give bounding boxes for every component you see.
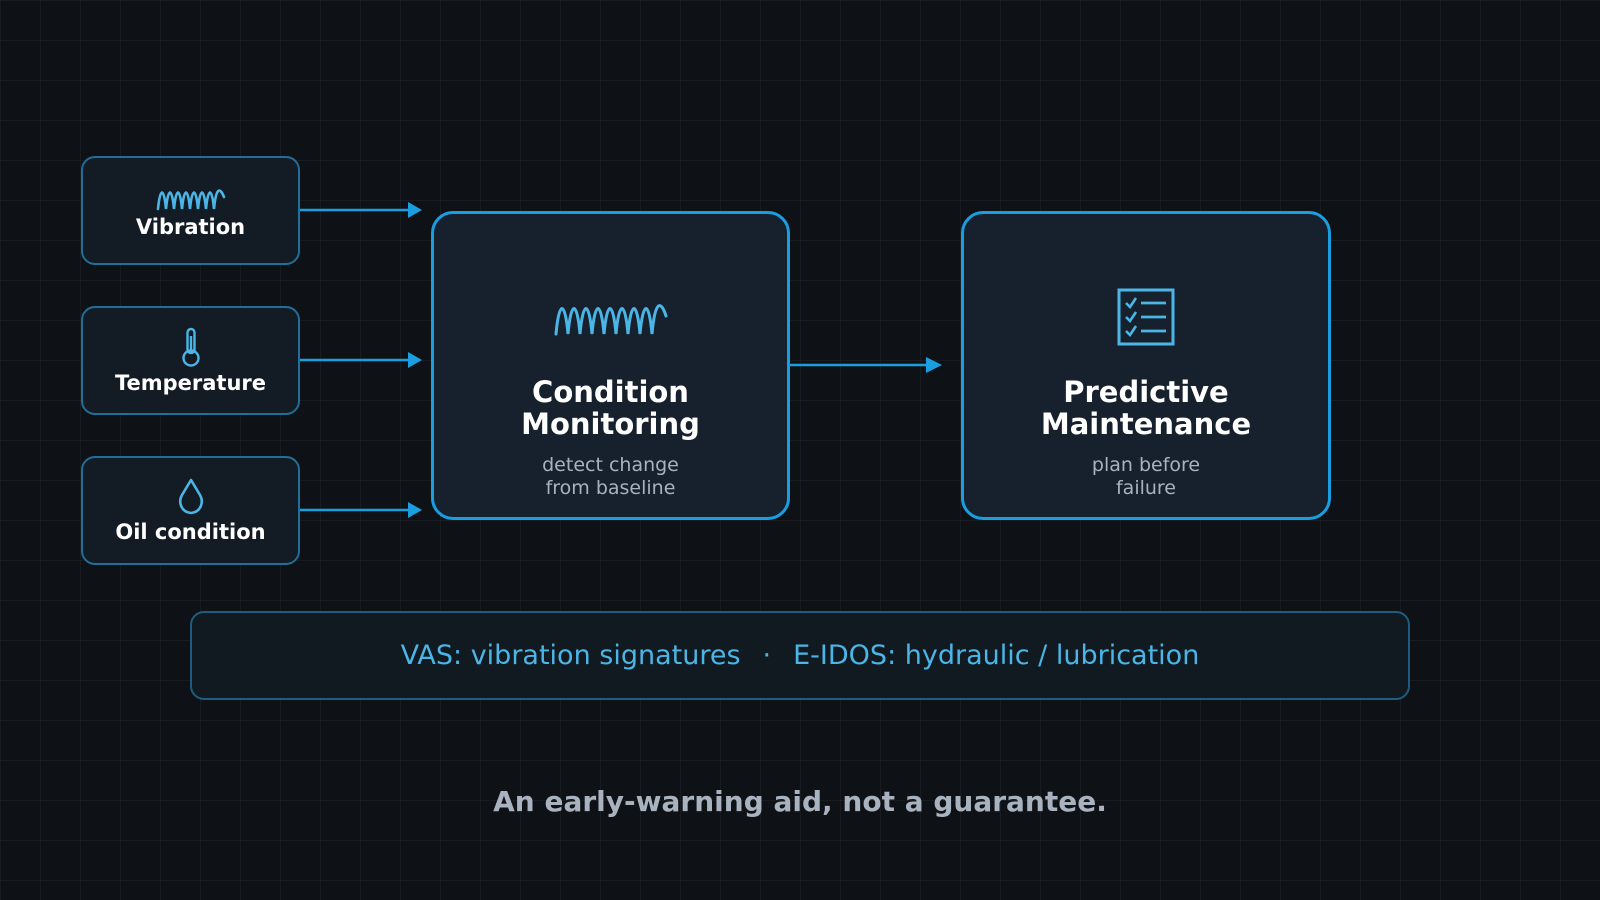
condition-monitoring-subtitle: detect change from baseline bbox=[542, 454, 679, 499]
thermometer-icon bbox=[181, 327, 200, 367]
info-bar-eidos: E-IDOS: hydraulic / lubrication bbox=[793, 640, 1200, 671]
input-label-oil-condition: Oil condition bbox=[115, 519, 266, 544]
predictive-maintenance-subtitle: plan before failure bbox=[1091, 454, 1201, 499]
droplet-icon bbox=[178, 478, 203, 514]
input-label-temperature: Temperature bbox=[114, 370, 267, 395]
input-temperature: Temperature bbox=[81, 306, 300, 415]
info-bar-vas: VAS: vibration signatures bbox=[400, 640, 741, 671]
condition-monitoring-title: Condition Monitoring bbox=[521, 375, 700, 441]
input-label-vibration: Vibration bbox=[135, 214, 246, 239]
wave-icon bbox=[156, 188, 225, 210]
wave-icon bbox=[554, 304, 667, 336]
condition-monitoring-box: Condition Monitoring detect change from … bbox=[431, 211, 790, 520]
input-oil-condition: Oil condition bbox=[81, 456, 300, 565]
info-bar: VAS: vibration signatures · E-IDOS: hydr… bbox=[190, 611, 1410, 700]
input-vibration: Vibration bbox=[81, 156, 300, 265]
info-bar-separator: · bbox=[762, 640, 772, 671]
footer-caption: An early-warning aid, not a guarantee. bbox=[493, 785, 1107, 818]
predictive-maintenance-box: Predictive Maintenance plan before failu… bbox=[961, 211, 1331, 520]
checklist-icon bbox=[1117, 288, 1175, 346]
predictive-maintenance-title: Predictive Maintenance bbox=[1040, 375, 1252, 441]
